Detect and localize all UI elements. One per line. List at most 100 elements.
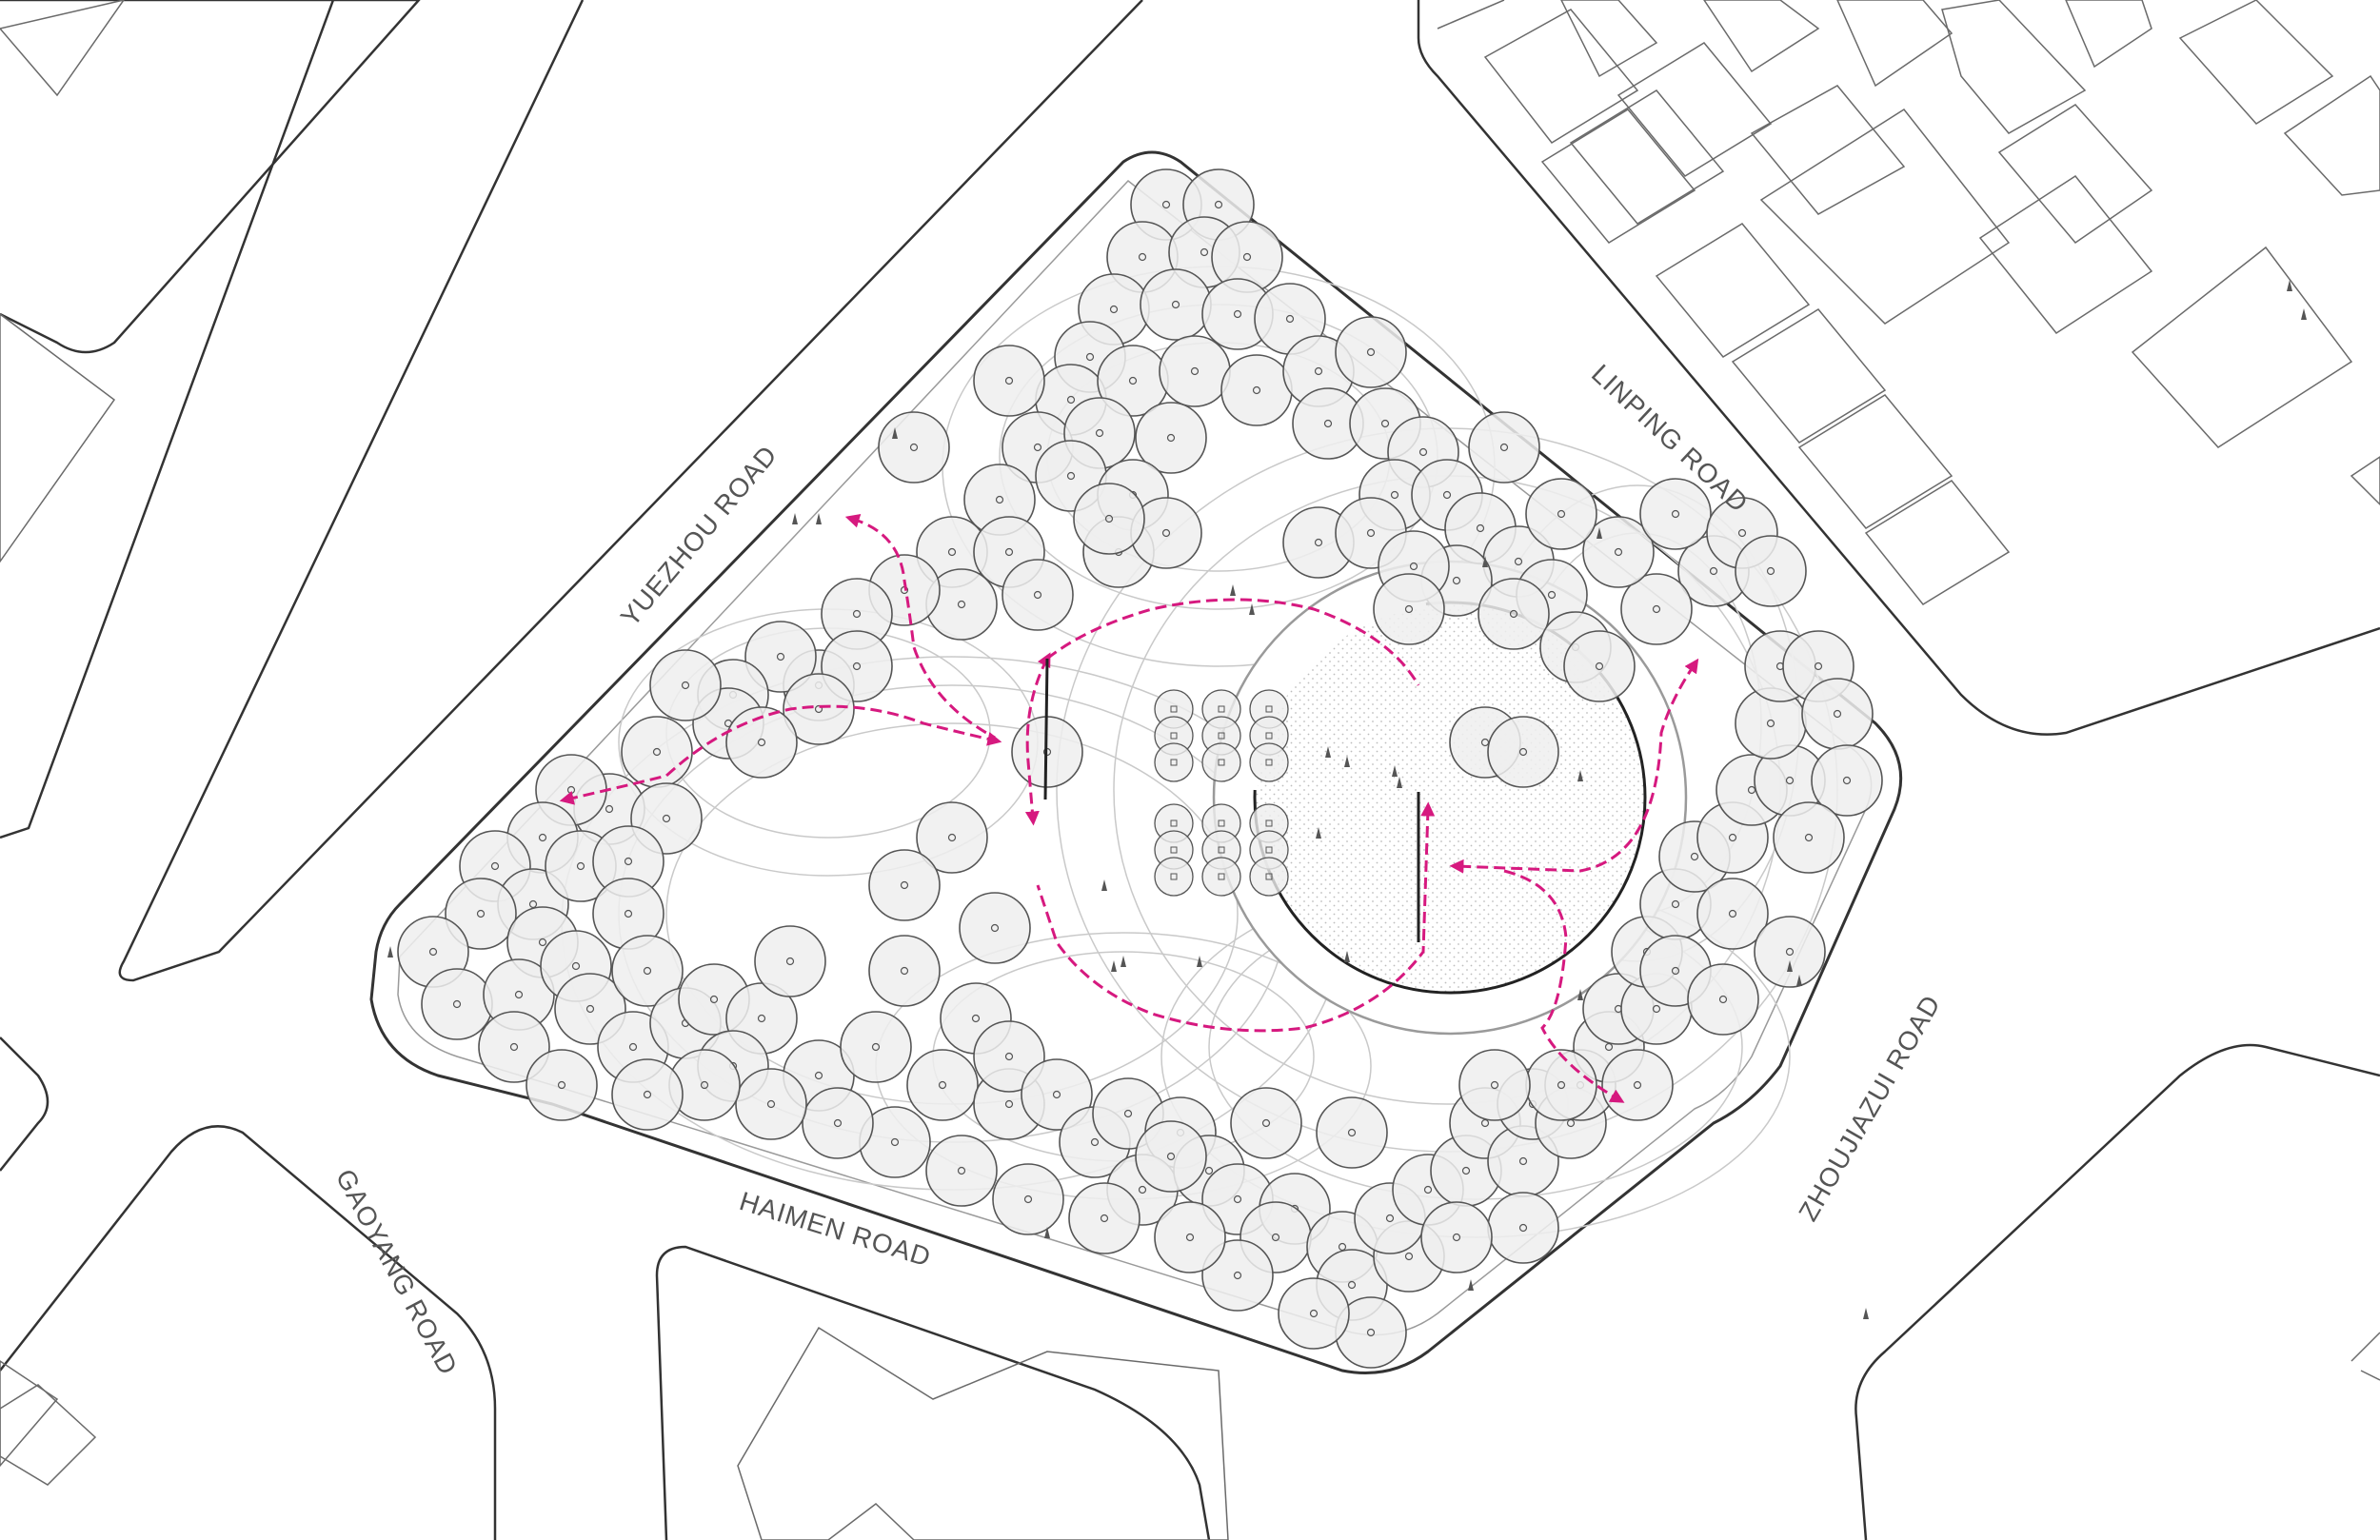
tree-canopy-icon: [754, 925, 826, 997]
person-icon: [816, 513, 822, 524]
tree-canopy-icon: [526, 1049, 598, 1121]
path-north-branch: [844, 513, 996, 740]
tree-canopy-icon: [1135, 1120, 1207, 1193]
tree-canopy-icon: [483, 958, 555, 1031]
tree-canopy-icon: [925, 1135, 998, 1207]
tree-canopy-icon: [1801, 678, 1874, 750]
tree-canopy-icon: [1373, 573, 1445, 645]
path-ring-east: [1036, 801, 1436, 1033]
small-tree-icon: [1201, 742, 1241, 782]
path-ring-west: [1024, 652, 1051, 826]
tree-canopy-icon: [973, 1020, 1045, 1093]
person-icon: [1344, 756, 1350, 767]
tree-canopy-icon: [1220, 354, 1293, 426]
small-tree-icon: [1201, 857, 1241, 897]
tree-canopy-icon: [744, 621, 817, 693]
path-east-branch: [1449, 658, 1699, 874]
path-west-branch: [559, 704, 1002, 805]
tree-canopy-icon: [1201, 1239, 1274, 1312]
tree-canopy-icon: [1468, 411, 1540, 484]
person-icon: [1044, 1227, 1050, 1238]
tree-canopy-icon: [1073, 483, 1145, 555]
tree-canopy-icon: [959, 892, 1031, 964]
tree-canopy-icon: [973, 345, 1045, 417]
tree-canopy-icon: [1458, 1049, 1531, 1121]
tree-canopy-icon: [445, 878, 517, 950]
tree-canopy-icon: [1154, 1201, 1226, 1273]
tree-canopy-icon: [1278, 1277, 1350, 1350]
tree-canopy-icon: [868, 935, 941, 1007]
tree-canopy-icon: [1601, 1049, 1674, 1121]
tree-canopy-icon: [1135, 402, 1207, 474]
tree-canopy-icon: [1696, 878, 1769, 950]
park-trees: [397, 168, 1883, 1369]
person-icon: [1316, 827, 1321, 839]
person-icon: [1577, 989, 1583, 1000]
tree-canopy-icon: [1563, 630, 1636, 702]
person-icon: [1111, 960, 1117, 972]
tree-canopy-icon: [992, 1163, 1064, 1235]
tree-canopy-icon: [1002, 559, 1074, 631]
tree-canopy-icon: [611, 935, 684, 1007]
plaza-tree-grove: [1154, 689, 1289, 897]
block-west-strip: [118, 0, 1143, 982]
label-zhoujiazui-road: ZHOUJIAZUI ROAD: [1793, 990, 1946, 1226]
ring-solid-arc: [1043, 658, 1049, 800]
tree-canopy-icon: [1159, 335, 1231, 407]
tree-canopy-icon: [1773, 801, 1845, 874]
tree-canopy-icon: [735, 1068, 807, 1140]
path-southeast-branch: [1503, 869, 1625, 1103]
tree-canopy-icon: [611, 1058, 684, 1131]
people-markers: [387, 280, 2307, 1319]
tree-canopy-icon: [1335, 316, 1407, 388]
tree-canopy-icon: [1620, 573, 1693, 645]
tree-canopy-icon: [1525, 478, 1597, 550]
person-icon: [1482, 556, 1488, 567]
tree-canopy-icon: [421, 968, 493, 1040]
tree-canopy-icon: [1230, 1087, 1302, 1159]
person-icon: [1101, 879, 1107, 891]
tree-canopy-icon: [802, 1087, 874, 1159]
path-ring-north: [1046, 598, 1420, 686]
tree-canopy-icon: [621, 716, 693, 788]
tree-canopy-icon: [840, 1011, 912, 1083]
tree-canopy-icon: [1639, 478, 1712, 550]
small-tree-icon: [1154, 857, 1194, 897]
tree-canopy-icon: [1487, 1192, 1559, 1264]
tree-canopy-icon: [478, 1011, 550, 1083]
tree-canopy-icon: [878, 411, 950, 484]
person-icon: [1796, 975, 1802, 986]
person-icon: [1197, 956, 1202, 967]
person-icon: [1344, 951, 1350, 962]
tree-canopy-icon: [1068, 1182, 1140, 1254]
tree-canopy-icon: [1478, 578, 1550, 650]
person-icon: [792, 513, 798, 524]
small-tree-icon: [1154, 742, 1194, 782]
small-tree-icon: [1249, 742, 1289, 782]
person-icon: [1392, 765, 1398, 777]
person-icon: [1249, 603, 1255, 615]
person-icon: [892, 427, 898, 439]
person-icon: [1121, 956, 1126, 967]
person-icon: [1230, 584, 1236, 596]
person-icon: [1863, 1308, 1869, 1319]
tree-canopy-icon: [1754, 916, 1826, 988]
tree-canopy-icon: [1687, 963, 1759, 1036]
tree-canopy-icon: [1735, 535, 1807, 607]
tree-canopy-icon: [1021, 1058, 1093, 1131]
tree-canopy-icon: [1487, 716, 1559, 788]
person-icon: [1787, 960, 1793, 972]
person-icon: [387, 946, 393, 958]
tree-canopy-icon: [649, 649, 722, 721]
person-icon: [1397, 777, 1402, 788]
tree-canopy-icon: [1420, 1201, 1493, 1273]
person-icon: [1597, 527, 1602, 539]
tree-canopy-icon: [906, 1049, 979, 1121]
person-icon: [2301, 308, 2307, 320]
tree-canopy-icon: [925, 568, 998, 641]
circulation-paths: [559, 513, 1699, 1103]
tree-canopy-icon: [1525, 1049, 1597, 1121]
